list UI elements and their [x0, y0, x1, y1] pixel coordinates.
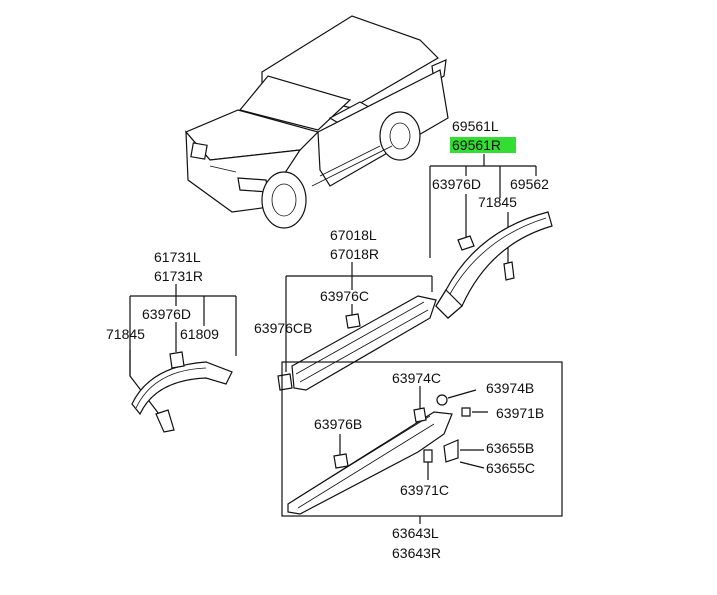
label-67018R: 67018R	[330, 246, 379, 262]
label-69561L: 69561L	[452, 118, 499, 134]
label-67018L: 67018L	[330, 227, 377, 243]
label-63971B: 63971B	[496, 405, 544, 421]
label-71845-right: 71845	[478, 194, 517, 210]
label-69562: 69562	[510, 176, 549, 192]
label-71845-left: 71845	[106, 326, 145, 342]
label-61809: 61809	[180, 326, 219, 342]
label-61731R: 61731R	[154, 268, 203, 284]
label-63974C: 63974C	[392, 370, 441, 386]
label-63976B: 63976B	[314, 416, 362, 432]
label-highlight	[450, 137, 516, 153]
label-63976C: 63976C	[320, 288, 369, 304]
label-63655C: 63655C	[486, 460, 535, 476]
label-63971C: 63971C	[400, 482, 449, 498]
label-63655B: 63655B	[486, 440, 534, 456]
label-61731L: 61731L	[154, 249, 201, 265]
door-moulding-group: 67018L 67018R 63976C 63976CB	[254, 227, 437, 391]
side-sill-group: 63974C 63974B 63971B 63976B 63655B 63655…	[281, 361, 563, 561]
label-63976D-left: 63976D	[142, 306, 191, 322]
vehicle-illustration	[185, 15, 449, 229]
front-fender-group: 61731L 61731R 63976D 71845 61809	[106, 249, 237, 433]
sill-bracket-box	[281, 361, 563, 517]
label-63643R: 63643R	[392, 545, 441, 561]
label-63976D-right: 63976D	[432, 176, 481, 192]
label-63976CB: 63976CB	[254, 320, 312, 336]
label-63643L: 63643L	[392, 525, 439, 541]
label-69561R: 69561R	[452, 137, 501, 153]
rear-fender-group: 69561L 69561R 63976D 69562 71845	[429, 118, 553, 319]
label-63974B: 63974B	[486, 380, 534, 396]
